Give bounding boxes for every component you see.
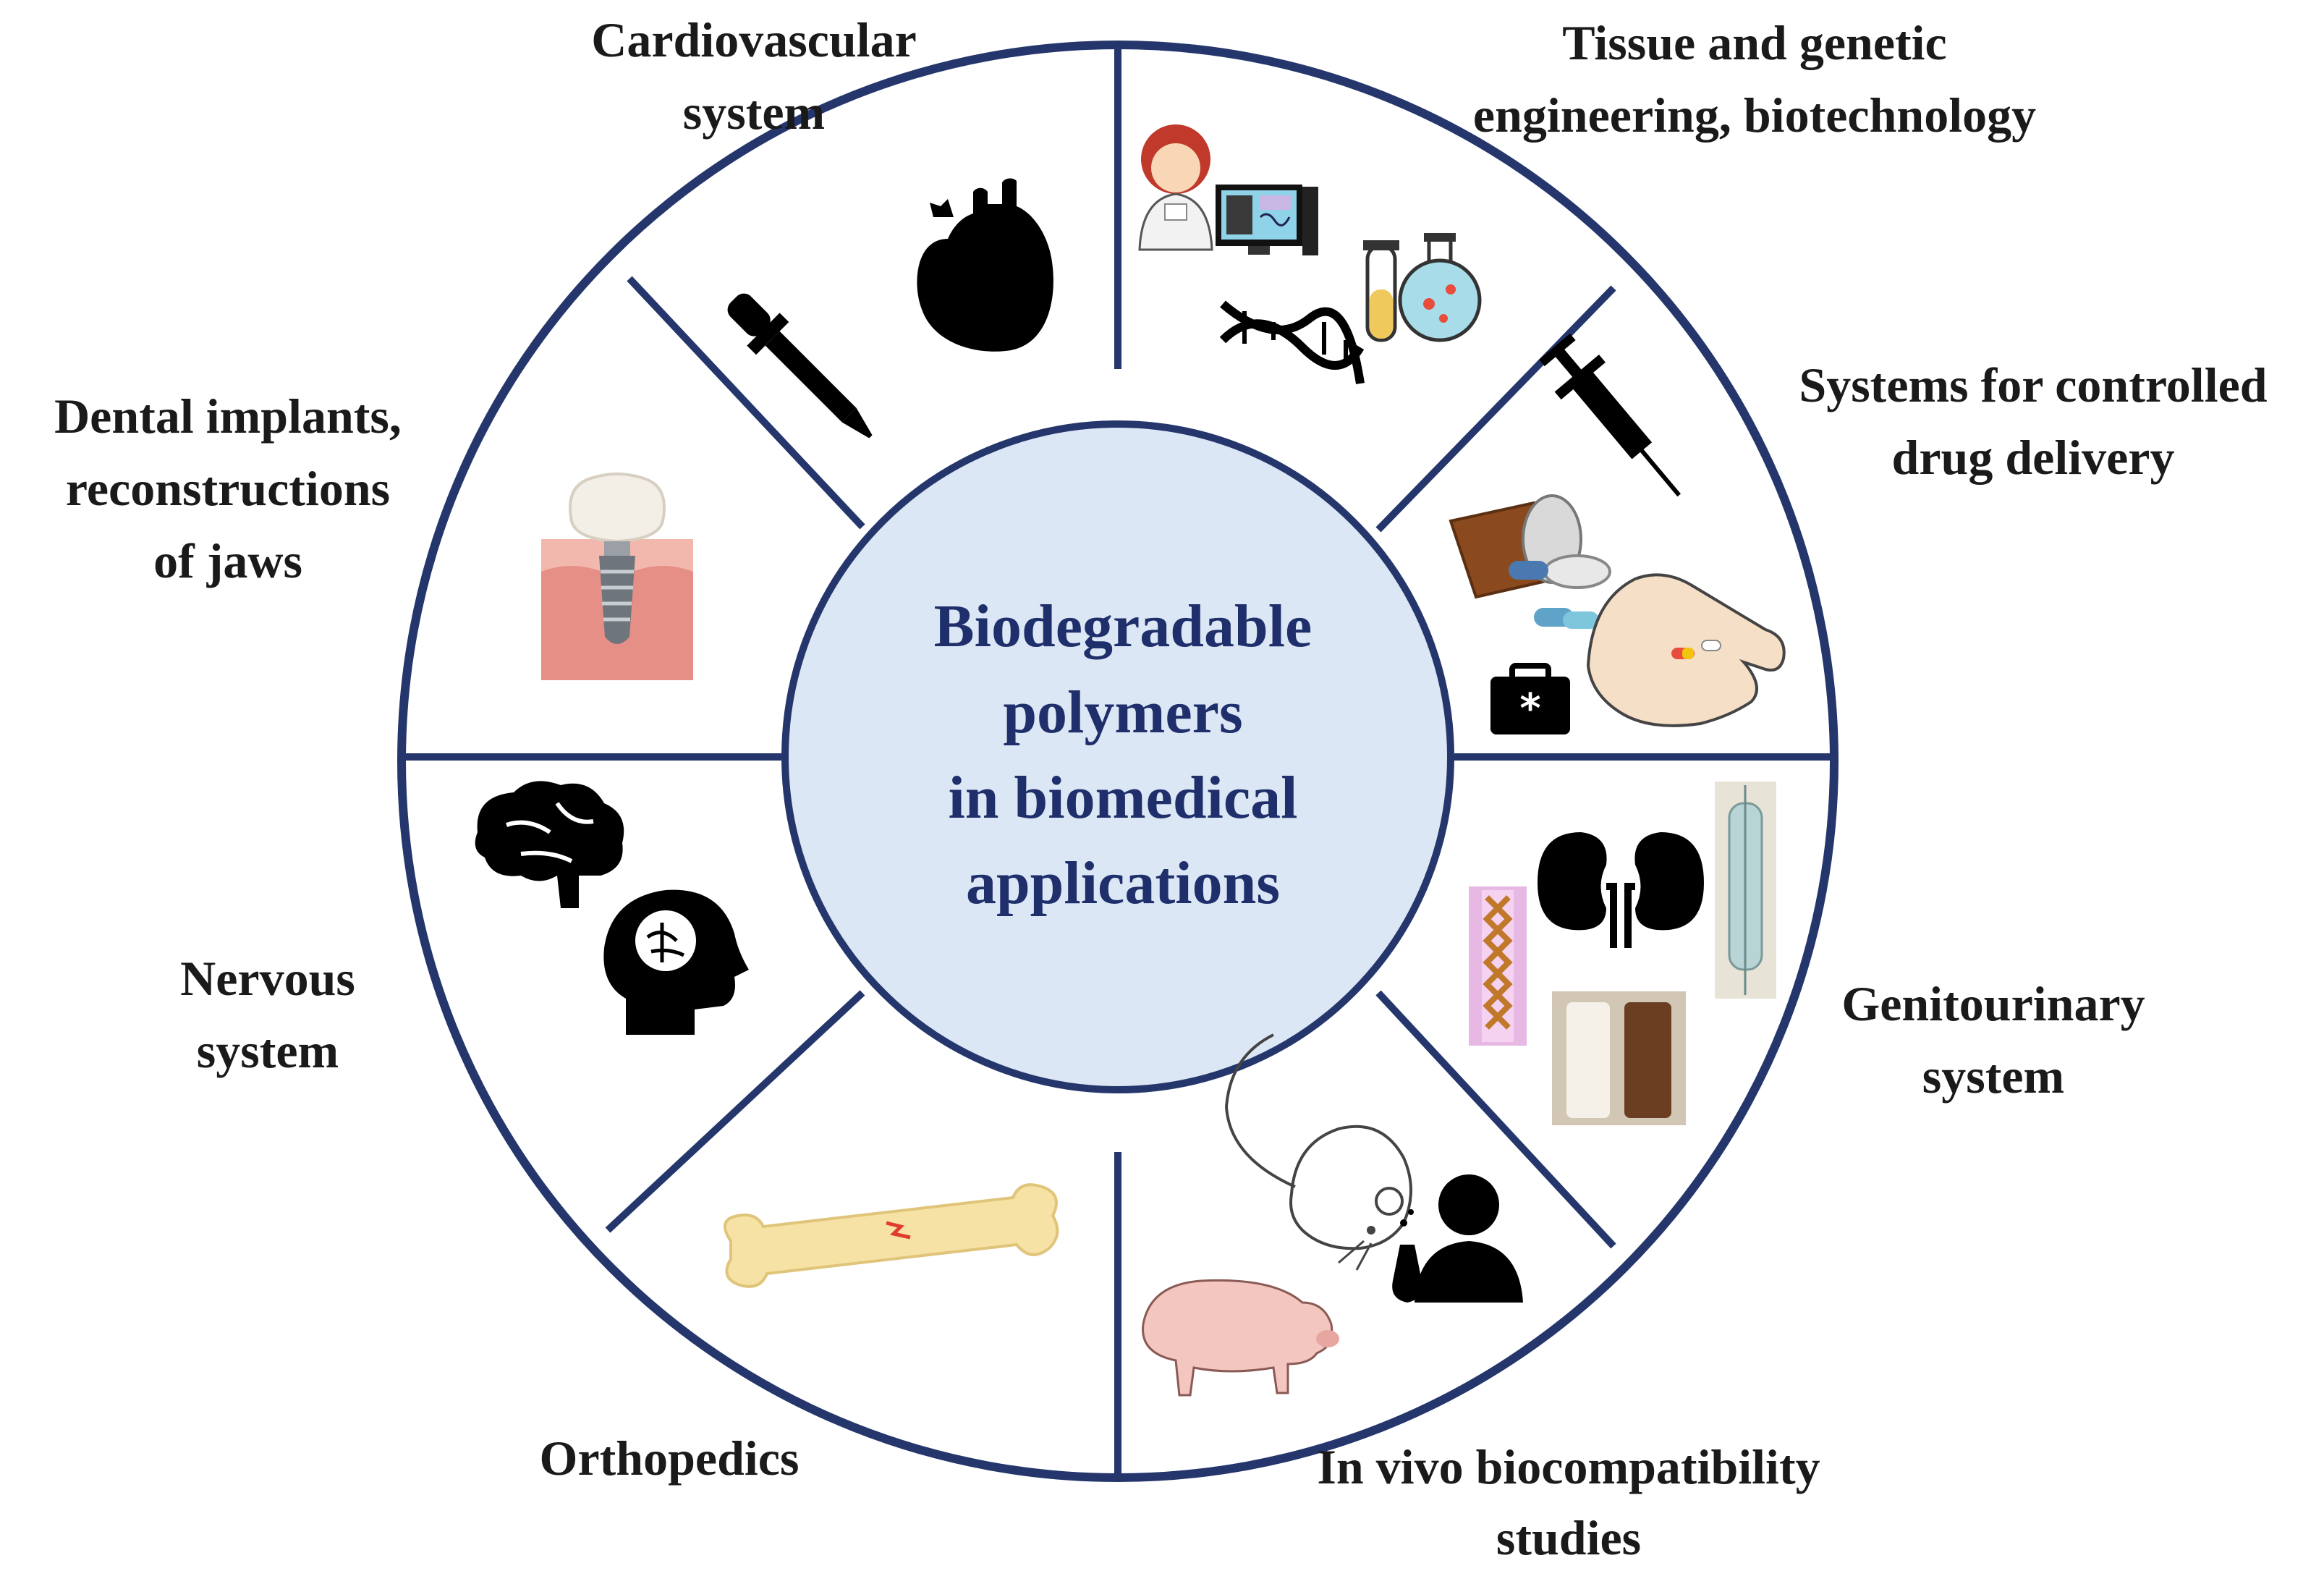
dental-implant-icon (541, 473, 693, 680)
label-invivo-1: In vivo biocompatibility (1317, 1439, 1820, 1494)
label-nervous-1: Nervous (180, 951, 355, 1006)
outer-ring (397, 41, 1839, 1482)
dropper-icon (727, 293, 873, 439)
tube-icon (1715, 782, 1776, 999)
spoke-upper-left (627, 276, 865, 530)
label-drug-delivery-1: Systems for controlled (1799, 357, 2267, 412)
label-cardiovascular-2: system (683, 85, 825, 140)
pig-icon (1142, 1279, 1339, 1397)
label-cardiovascular-1: Cardiovascular (591, 12, 917, 67)
mouse-icon (1224, 1033, 1412, 1271)
spoke-upper-right (1375, 285, 1616, 533)
wheel (397, 41, 1839, 1482)
label-dental-2: reconstructions (66, 461, 390, 516)
pill-bottle-icon (1449, 494, 1611, 599)
label-tissue-2: engineering, biotechnology (1473, 88, 2036, 143)
first-aid-kit-icon: * (1490, 663, 1570, 734)
dna-icon (1219, 300, 1365, 384)
spoke-lower-left (605, 990, 865, 1233)
center-circle (781, 420, 1454, 1093)
flask-icon (1398, 233, 1482, 342)
scientist-icon (1138, 124, 1213, 251)
label-drug-delivery-2: drug delivery (1892, 430, 2175, 485)
computer-icon (1216, 185, 1318, 255)
sector-labels: Cardiovascular system Tissue and genetic… (54, 12, 2268, 1565)
label-dental-3: of jaws (153, 533, 302, 588)
center-title-line-3: in biomedical (948, 764, 1297, 831)
researcher-icon (1392, 1174, 1523, 1303)
capsule-icon (1509, 561, 1599, 629)
label-dental-1: Dental implants, (54, 389, 402, 444)
stent-icon (1469, 886, 1527, 1046)
label-genitourinary-2: system (1922, 1049, 2064, 1104)
brain-icon (475, 781, 624, 908)
kidney-icon (1538, 832, 1704, 948)
heart-icon (917, 178, 1053, 352)
center-title-line-2: polymers (1003, 679, 1242, 746)
label-orthopedics: Orthopedics (540, 1431, 800, 1486)
label-invivo-2: studies (1496, 1510, 1641, 1565)
label-tissue-1: Tissue and genetic (1562, 15, 1946, 70)
test-tube-icon (1363, 240, 1399, 342)
center-title-line-4: applications (966, 850, 1280, 917)
bone-icon (724, 1183, 1059, 1288)
head-brain-icon (603, 889, 749, 1035)
spoke-lower-right (1375, 990, 1616, 1249)
center-hub: Biodegradable polymers in biomedical app… (781, 420, 1454, 1093)
center-title-line-1: Biodegradable (934, 593, 1312, 660)
hand-with-pills-icon (1586, 573, 1786, 727)
scaffold-sample-icon (1552, 991, 1686, 1125)
label-nervous-2: system (197, 1023, 339, 1078)
syringe-icon (1538, 333, 1681, 497)
svg-text:*: * (1519, 685, 1540, 732)
label-genitourinary-1: Genitourinary (1841, 976, 2145, 1031)
